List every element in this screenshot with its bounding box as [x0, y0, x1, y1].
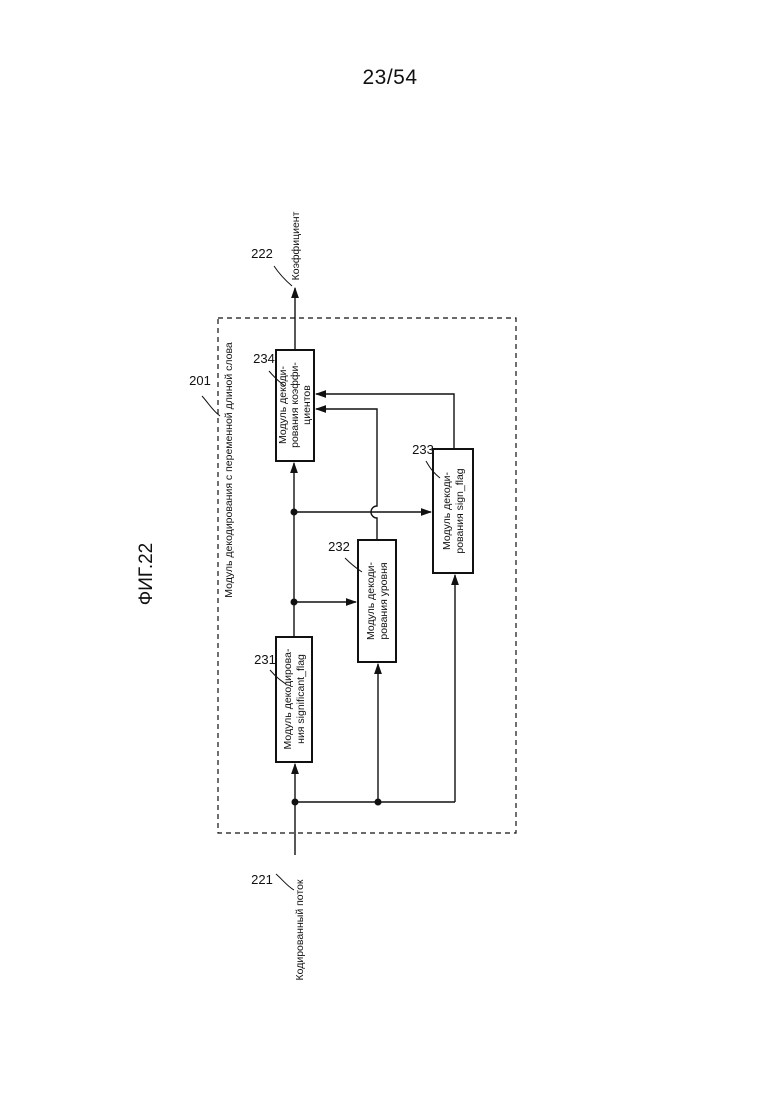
input-ref: 221 [251, 872, 273, 887]
output-label: Коэффициент [290, 211, 302, 280]
module-ref-leader [202, 396, 220, 416]
block-233 [433, 449, 473, 573]
output-ref: 222 [251, 246, 273, 261]
block-231-text: Модуль декодирова- ния significant_flag [282, 648, 307, 749]
block-234-ref: 234 [253, 351, 275, 366]
block-233-to-234 [316, 394, 454, 449]
block-234-line-1: Модуль декоди- [277, 366, 289, 444]
block-234-line-2: рования коэффи- [289, 362, 301, 448]
junction-input [292, 799, 299, 806]
junction-sigflag-233 [291, 509, 298, 516]
block-233-ref: 233 [412, 442, 434, 457]
block-232 [358, 540, 396, 662]
block-231-line-2: ния significant_flag [295, 654, 307, 744]
block-233-line-2: рования sign_flag [454, 468, 466, 553]
junction-232 [375, 799, 382, 806]
module-ref: 201 [189, 373, 211, 388]
block-232-text: Модуль декоди- рования уровня [365, 562, 390, 640]
block-232-ref: 232 [328, 539, 350, 554]
block-233-line-1: Модуль декоди- [441, 472, 453, 550]
block-234-line-3: циентов [301, 385, 313, 425]
block-232-to-234 [316, 409, 377, 540]
input-ref-leader [276, 874, 294, 890]
block-232-line-2: рования уровня [378, 562, 390, 639]
block-232-line-1: Модуль декоди- [365, 562, 377, 640]
figure-label: ФИГ.22 [136, 543, 157, 605]
input-label: Кодированный поток [294, 879, 306, 980]
module-label: Модуль декодирования с переменной длиной… [223, 342, 235, 598]
block-231-line-1: Модуль декодирова- [282, 648, 294, 749]
block-233-text: Модуль декоди- рования sign_flag [441, 468, 466, 553]
junction-sigflag-232 [291, 599, 298, 606]
block-231-ref: 231 [254, 652, 276, 667]
